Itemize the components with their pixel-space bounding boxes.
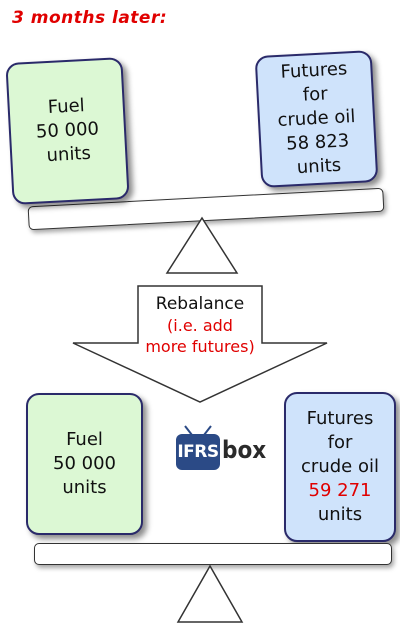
- ifrsbox-logo: IFRS box: [176, 425, 266, 485]
- bottom-futures-box: Futures for crude oil 59 271 units: [284, 392, 396, 542]
- rebalance-sub-1: (i.e. add: [167, 316, 233, 335]
- bottom-futures-line-1: Futures: [306, 408, 374, 429]
- logo-box-text: box: [222, 436, 267, 464]
- heading: 3 months later:: [12, 8, 168, 28]
- top-fuel-box: Fuel 50 000 units: [5, 57, 130, 205]
- top-fuel-line-1: Fuel: [47, 95, 86, 118]
- bottom-futures-highlight: 59 271: [308, 480, 372, 501]
- top-futures-line-2: for: [302, 83, 329, 106]
- rebalance-label: Rebalance: [155, 294, 245, 314]
- top-futures-line-1: Futures: [280, 58, 348, 83]
- bottom-futures-tail: units: [317, 504, 363, 525]
- top-futures-line-5: units: [296, 154, 342, 179]
- bottom-futures-line-3: crude oil: [301, 456, 379, 477]
- rebalance-sub-2: more futures): [145, 337, 255, 356]
- top-futures-line-4: 58 823: [285, 130, 350, 155]
- bottom-fuel-line-2: 50 000: [53, 453, 116, 474]
- bottom-scale-beam: [34, 543, 392, 565]
- tv-antenna-icon: [184, 425, 212, 436]
- bottom-fuel-line-1: Fuel: [66, 429, 103, 450]
- bottom-fuel-line-3: units: [62, 477, 107, 498]
- rebalance-label-group: Rebalance (i.e. add more futures): [120, 294, 280, 357]
- bottom-fuel-box: Fuel 50 000 units: [26, 393, 143, 535]
- logo-tv-mark: IFRS: [176, 434, 220, 470]
- top-fuel-line-2: 50 000: [35, 118, 100, 143]
- top-fuel-line-3: units: [46, 142, 92, 167]
- bottom-futures-line-2: for: [327, 432, 353, 453]
- top-futures-box: Futures for crude oil 58 823 units: [254, 50, 379, 188]
